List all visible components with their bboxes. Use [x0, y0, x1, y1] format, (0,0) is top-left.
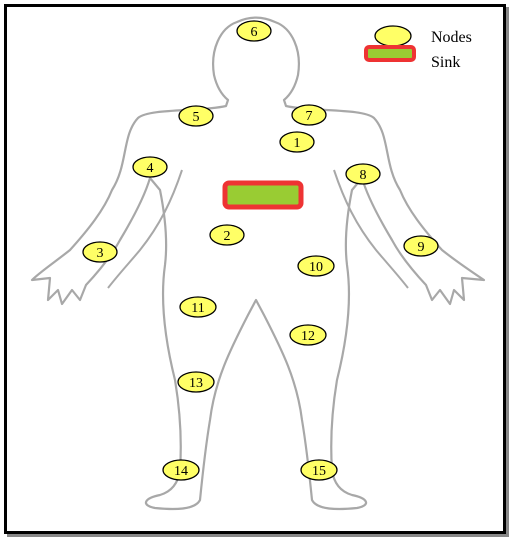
sensor-node-9: 9 — [404, 236, 438, 256]
sensor-node-8: 8 — [346, 164, 380, 184]
sink-marker — [225, 183, 301, 207]
sensor-node-14: 14 — [163, 460, 199, 480]
legend-sink-symbol — [366, 47, 414, 60]
sensor-node-2: 2 — [210, 225, 244, 245]
legend: Nodes Sink — [366, 26, 472, 71]
sensor-node-7: 7 — [292, 105, 326, 125]
sensor-node-12: 12 — [290, 325, 326, 345]
svg-text:5: 5 — [193, 110, 200, 125]
svg-text:13: 13 — [189, 376, 203, 391]
right-inner-arm — [334, 170, 408, 288]
left-inner-arm — [108, 170, 182, 288]
svg-text:4: 4 — [147, 161, 154, 176]
legend-node-symbol — [375, 26, 411, 46]
svg-text:3: 3 — [97, 246, 104, 261]
sensor-node-6: 6 — [237, 21, 271, 41]
svg-text:1: 1 — [294, 136, 301, 151]
svg-text:6: 6 — [251, 25, 258, 40]
sensor-node-1: 1 — [280, 132, 314, 152]
sensor-node-4: 4 — [133, 157, 167, 177]
svg-text:8: 8 — [360, 168, 367, 183]
legend-sink-label: Sink — [431, 54, 460, 71]
svg-text:14: 14 — [174, 464, 188, 479]
svg-text:11: 11 — [191, 301, 204, 316]
svg-text:15: 15 — [312, 464, 326, 479]
svg-text:9: 9 — [418, 240, 425, 255]
sensor-node-3: 3 — [83, 242, 117, 262]
svg-text:10: 10 — [309, 260, 323, 275]
svg-text:2: 2 — [224, 229, 231, 244]
sensor-node-11: 11 — [180, 297, 216, 317]
sensor-node-15: 15 — [301, 460, 337, 480]
sensor-node-5: 5 — [179, 106, 213, 126]
legend-nodes-label: Nodes — [431, 29, 472, 46]
body-outline — [32, 18, 484, 510]
sensor-node-10: 10 — [298, 256, 334, 276]
sensor-node-13: 13 — [178, 372, 214, 392]
svg-text:7: 7 — [306, 109, 313, 124]
svg-text:12: 12 — [301, 329, 315, 344]
